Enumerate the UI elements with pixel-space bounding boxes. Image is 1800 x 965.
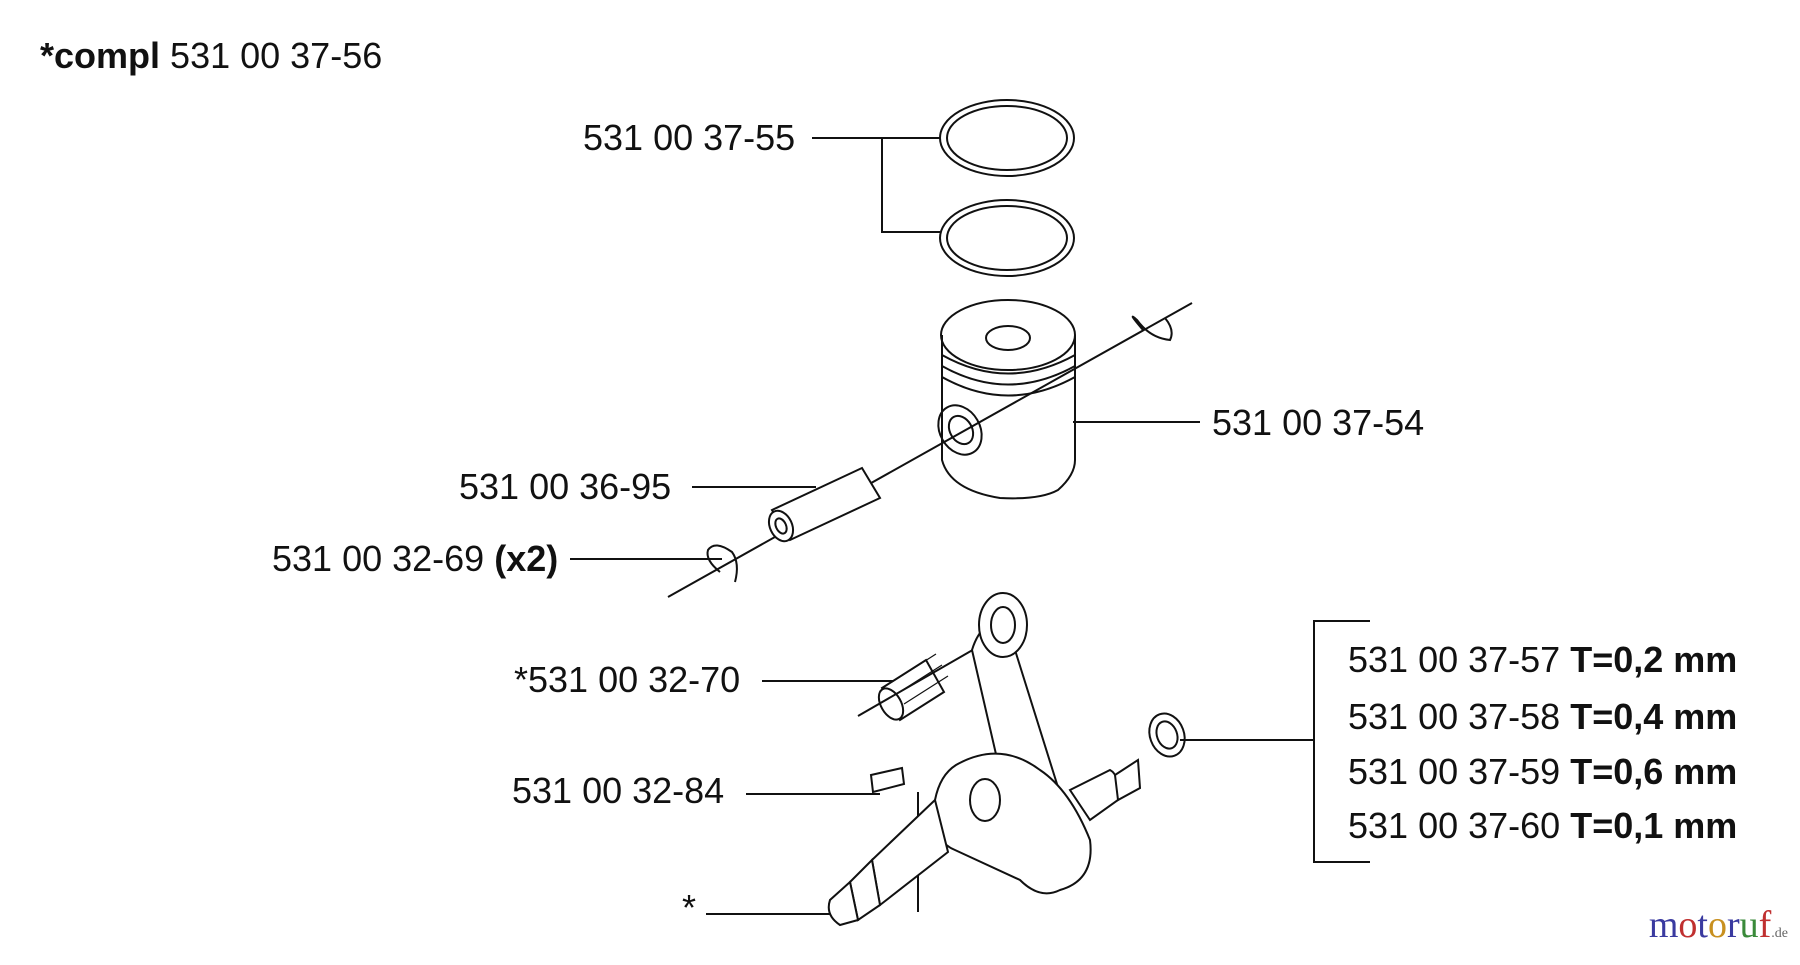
circlip-right xyxy=(1131,315,1173,342)
assembly-prefix: *compl xyxy=(40,35,161,76)
shim-thickness: T=0,4 mm xyxy=(1570,696,1738,737)
callout-pin: 531 00 36-95 xyxy=(459,466,672,507)
callout-piston: 531 00 37-54 xyxy=(1212,402,1425,443)
wm-letter: m xyxy=(1648,904,1679,946)
callout-key: 531 00 32-84 xyxy=(512,770,725,811)
shim-bracket xyxy=(1180,620,1370,863)
circlip-quantity: (x2) xyxy=(494,538,559,579)
callout-crankshaft: * xyxy=(682,887,697,928)
crankshaft xyxy=(827,592,1142,927)
watermark-logo: motoruf.de xyxy=(1649,903,1788,947)
shim-part-number: 531 00 37-57 xyxy=(1348,639,1561,680)
wm-letter: o xyxy=(1707,904,1727,946)
woodruff-key xyxy=(869,766,906,794)
callout-bearing: *531 00 32-70 xyxy=(514,659,741,700)
wm-tld: .de xyxy=(1771,926,1788,941)
shim-option-1: 531 00 37-57 T=0,2 mm xyxy=(1348,640,1737,680)
shim-option-2: 531 00 37-58 T=0,4 mm xyxy=(1348,697,1737,737)
callout-circlip: 531 00 32-69 (x2) xyxy=(272,539,558,579)
shim-thickness: T=0,2 mm xyxy=(1570,639,1738,680)
wm-letter: u xyxy=(1739,904,1759,946)
needle-bearing xyxy=(877,653,949,722)
wm-letter: o xyxy=(1678,904,1698,946)
shim-part-number: 531 00 37-60 xyxy=(1348,805,1561,846)
shim-option-3: 531 00 37-59 T=0,6 mm xyxy=(1348,752,1737,792)
circlip-left xyxy=(706,544,738,583)
shim-option-4: 531 00 37-60 T=0,1 mm xyxy=(1348,806,1737,846)
assembly-title: *compl 531 00 37-56 xyxy=(40,36,382,76)
shim-part-number: 531 00 37-58 xyxy=(1348,696,1561,737)
piston-pin xyxy=(767,466,882,543)
shim-thickness: T=0,6 mm xyxy=(1570,751,1738,792)
rings-leader xyxy=(812,137,940,233)
piston xyxy=(937,299,1076,500)
callout-rings: 531 00 37-55 xyxy=(583,117,796,158)
wm-letter: r xyxy=(1726,904,1740,946)
piston-ring-top xyxy=(939,99,1075,177)
shim-thickness: T=0,1 mm xyxy=(1570,805,1738,846)
shim-washer xyxy=(1148,712,1186,758)
wm-letter: t xyxy=(1697,904,1708,946)
pin-axis-line xyxy=(667,302,1193,598)
shim-part-number: 531 00 37-59 xyxy=(1348,751,1561,792)
piston-ring-bottom xyxy=(939,199,1075,277)
wm-letter: f xyxy=(1758,904,1772,946)
bearing-axis-line xyxy=(857,639,991,717)
assembly-part-number: 531 00 37-56 xyxy=(170,35,383,76)
circlip-part-number: 531 00 32-69 xyxy=(272,538,485,579)
